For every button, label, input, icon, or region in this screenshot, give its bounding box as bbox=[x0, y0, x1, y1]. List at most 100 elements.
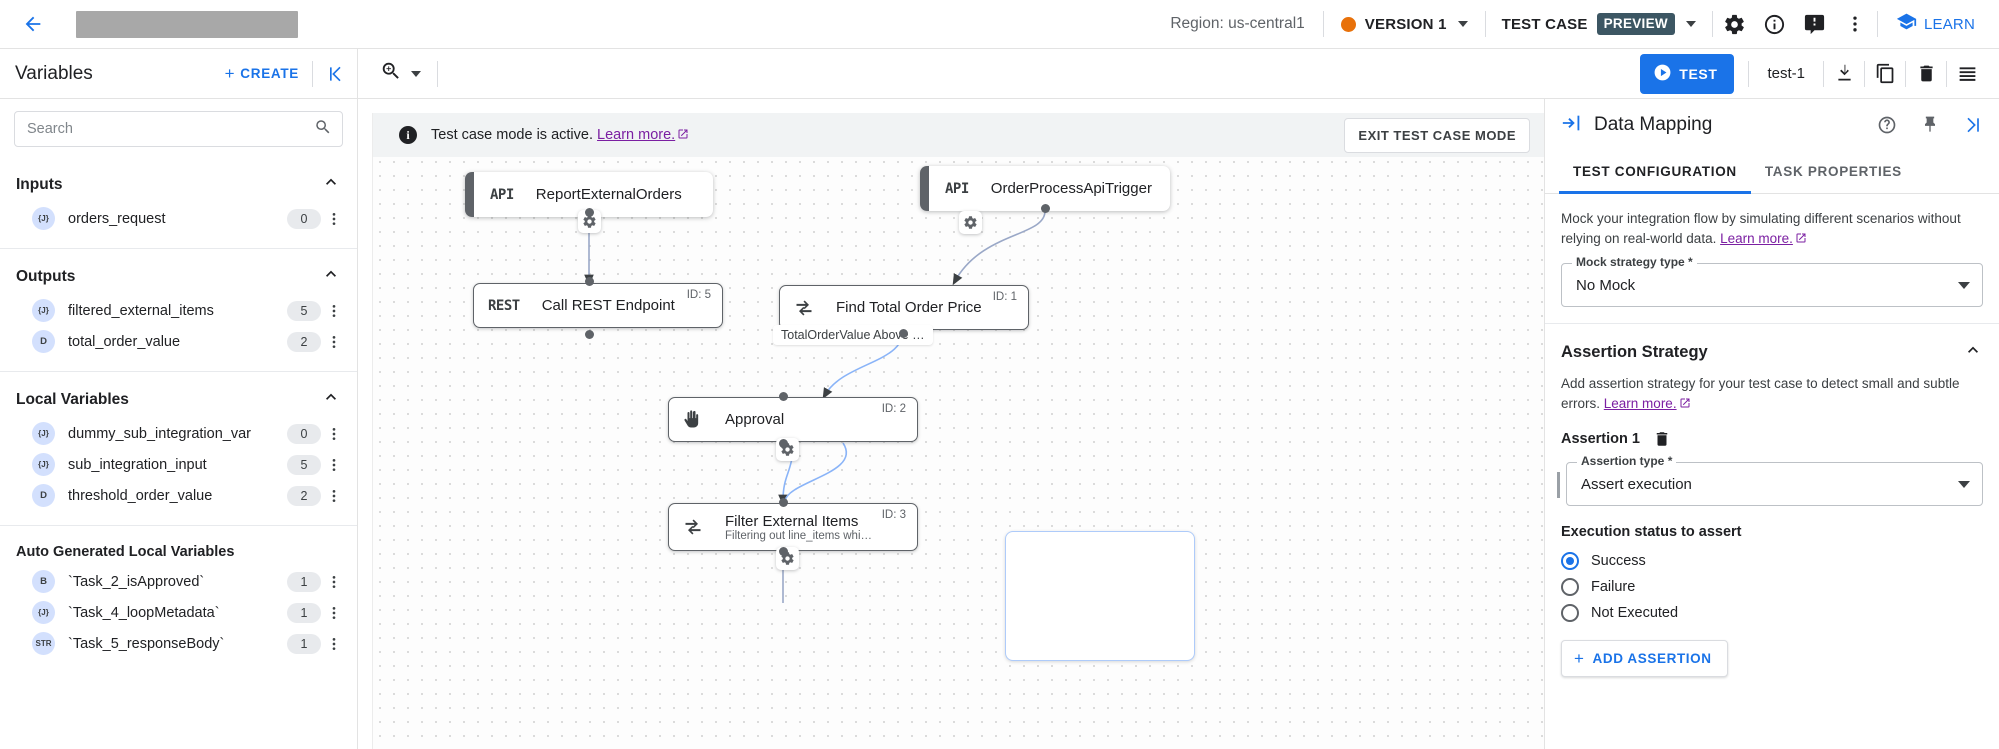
variable-more-icon[interactable] bbox=[321, 457, 347, 473]
radio-button[interactable] bbox=[1561, 578, 1579, 597]
variable-more-icon[interactable] bbox=[321, 211, 347, 227]
create-variable-button[interactable]: + CREATE bbox=[225, 65, 312, 82]
execution-status-option[interactable]: Failure bbox=[1545, 574, 1999, 600]
variable-more-icon[interactable] bbox=[321, 334, 347, 350]
assertion-type-value: Assert execution bbox=[1581, 475, 1692, 493]
version-selector[interactable]: VERSION 1 bbox=[1326, 16, 1483, 33]
variable-row[interactable]: {J}`Task_4_loopMetadata`1 bbox=[0, 597, 357, 628]
chevron-up-icon[interactable] bbox=[321, 172, 341, 197]
variable-name: total_order_value bbox=[68, 333, 181, 350]
more-vertical-icon[interactable] bbox=[1835, 4, 1875, 44]
variable-more-icon[interactable] bbox=[321, 303, 347, 319]
node-connector-dot[interactable] bbox=[585, 277, 594, 286]
test-button[interactable]: TEST bbox=[1640, 53, 1735, 94]
chevron-down-icon bbox=[1958, 480, 1970, 488]
test-case-selector[interactable]: TEST CASE PREVIEW bbox=[1488, 13, 1710, 35]
mock-strategy-select[interactable]: No Mock bbox=[1561, 263, 1983, 308]
variable-more-icon[interactable] bbox=[321, 574, 347, 590]
panel-body: Mock your integration flow by simulating… bbox=[1545, 194, 1999, 749]
node-connector-dot[interactable] bbox=[779, 439, 788, 448]
expand-panel-icon[interactable] bbox=[1957, 109, 1989, 141]
variable-more-icon[interactable] bbox=[321, 426, 347, 442]
list-icon[interactable] bbox=[1947, 54, 1987, 94]
tab-test-configuration[interactable]: TEST CONFIGURATION bbox=[1559, 151, 1751, 194]
sort-filter-icon[interactable] bbox=[358, 117, 372, 140]
exit-test-case-mode-button[interactable]: EXIT TEST CASE MODE bbox=[1344, 117, 1530, 153]
assertion-learn-more-link[interactable]: Learn more. bbox=[1603, 395, 1677, 411]
execution-status-option[interactable]: Not Executed bbox=[1545, 600, 1999, 626]
mapping-icon bbox=[683, 517, 703, 537]
variable-type-badge: {J} bbox=[32, 299, 55, 322]
node-label: ReportExternalOrders bbox=[535, 186, 682, 203]
edge-condition-label[interactable]: TotalOrderValue Above … bbox=[773, 325, 933, 345]
node-label: Find Total Order Price bbox=[836, 299, 982, 316]
radio-button[interactable] bbox=[1561, 604, 1579, 623]
node-connector-dot[interactable] bbox=[1041, 204, 1050, 213]
node-connector-dot[interactable] bbox=[585, 208, 594, 217]
copy-icon[interactable] bbox=[1865, 54, 1905, 94]
assertion-strategy-header[interactable]: Assertion Strategy bbox=[1545, 324, 1999, 365]
chevron-down-icon bbox=[1958, 281, 1970, 289]
variable-row[interactable]: B`Task_2_isApproved`1 bbox=[0, 566, 357, 597]
tab-task-properties[interactable]: TASK PROPERTIES bbox=[1764, 164, 1902, 179]
variable-more-icon[interactable] bbox=[321, 488, 347, 504]
edge-gear-icon[interactable] bbox=[959, 211, 982, 234]
chevron-up-icon[interactable] bbox=[321, 387, 341, 412]
partial-node-card[interactable] bbox=[1005, 531, 1195, 661]
pin-icon[interactable] bbox=[1914, 109, 1946, 141]
variable-section-header[interactable]: Inputs bbox=[0, 163, 357, 203]
node-connector-dot[interactable] bbox=[779, 392, 788, 401]
back-arrow-icon[interactable] bbox=[18, 9, 48, 39]
search-icon[interactable] bbox=[314, 118, 332, 141]
add-assertion-button[interactable]: + ADD ASSERTION bbox=[1561, 640, 1728, 678]
delete-assertion-icon[interactable] bbox=[1653, 430, 1671, 448]
learn-more-link[interactable]: Learn more. bbox=[597, 126, 676, 143]
integration-canvas[interactable]: i Test case mode is active. Learn more. … bbox=[372, 113, 1544, 749]
node-connector-dot[interactable] bbox=[899, 329, 908, 338]
info-circle-icon[interactable] bbox=[1755, 4, 1795, 44]
node-connector-dot[interactable] bbox=[779, 547, 788, 556]
variable-more-icon[interactable] bbox=[321, 605, 347, 621]
trash-icon[interactable] bbox=[1906, 54, 1946, 94]
variable-section-header[interactable]: Outputs bbox=[0, 255, 357, 295]
gear-icon[interactable] bbox=[1715, 4, 1755, 44]
learn-button[interactable]: LEARN bbox=[1880, 11, 1985, 37]
node-connector-dot[interactable] bbox=[779, 498, 788, 507]
mock-strategy-value: No Mock bbox=[1576, 276, 1636, 294]
zoom-control[interactable] bbox=[380, 60, 421, 87]
feedback-icon[interactable] bbox=[1795, 4, 1835, 44]
variable-more-icon[interactable] bbox=[321, 636, 347, 652]
collapse-panel-icon[interactable] bbox=[313, 64, 357, 84]
mock-learn-more-link[interactable]: Learn more. bbox=[1720, 230, 1793, 246]
radio-button[interactable] bbox=[1561, 552, 1579, 571]
variable-section-header[interactable]: Local Variables bbox=[0, 378, 357, 418]
test-case-name[interactable]: test-1 bbox=[1767, 65, 1805, 82]
edge-gear-icon[interactable] bbox=[578, 210, 601, 233]
variable-row[interactable]: STR`Task_5_responseBody`1 bbox=[0, 628, 357, 659]
assertion-type-field[interactable]: Assertion type * Assert execution bbox=[1566, 454, 1983, 507]
mock-strategy-field[interactable]: Mock strategy type * No Mock bbox=[1561, 255, 1983, 308]
flow-canvas-area: i Test case mode is active. Learn more. … bbox=[358, 99, 1544, 749]
download-icon[interactable] bbox=[1824, 54, 1864, 94]
chevron-up-icon[interactable] bbox=[321, 264, 341, 289]
assertion-type-select[interactable]: Assert execution bbox=[1566, 462, 1983, 507]
divider bbox=[1876, 11, 1878, 37]
search-box[interactable] bbox=[14, 111, 343, 147]
node-connector-dot[interactable] bbox=[585, 330, 594, 339]
help-circle-icon[interactable] bbox=[1871, 109, 1903, 141]
variable-section-header[interactable]: Auto Generated Local Variables bbox=[0, 532, 357, 566]
search-input[interactable] bbox=[27, 121, 314, 137]
execution-status-option[interactable]: Success bbox=[1545, 548, 1999, 574]
